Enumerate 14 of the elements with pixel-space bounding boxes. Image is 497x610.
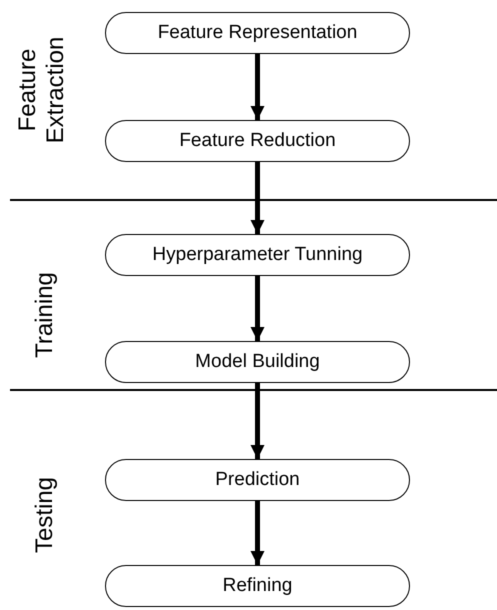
process-box: Model Building (105, 341, 410, 383)
process-box: Prediction (105, 459, 410, 501)
arrow (250, 383, 264, 459)
process-box: Hyperparameter Tunning (105, 234, 410, 276)
arrow (250, 162, 264, 234)
stage-label: Feature Extraction (13, 36, 70, 146)
stage-label: Training (30, 271, 60, 360)
process-box: Refining (105, 565, 410, 607)
stage-label: Testing (30, 476, 60, 556)
process-box: Feature Representation (105, 12, 410, 54)
arrow (250, 54, 264, 120)
arrow (250, 276, 264, 341)
arrow (250, 501, 264, 565)
process-box: Feature Reduction (105, 120, 410, 162)
